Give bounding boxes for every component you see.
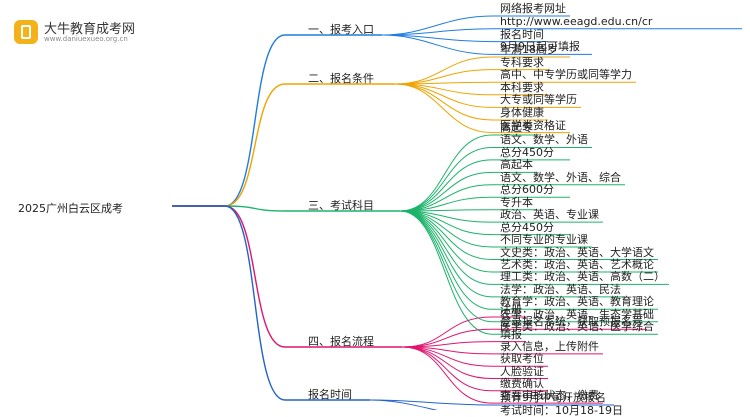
branch-connector — [172, 83, 395, 207]
leaf-node: 总分600分 — [500, 183, 554, 197]
leaf-connector — [399, 134, 537, 212]
leaf-node: 考试时间：10月18-19日 — [500, 403, 623, 417]
branch-connector — [172, 205, 370, 401]
leaf-node: 查看审核状态，缴费 — [500, 389, 599, 403]
leaf-node: 高起本 — [500, 158, 533, 172]
leaf-node: 9月9日起可填报 — [500, 40, 580, 54]
leaf-node: 高起专 — [500, 121, 533, 134]
leaf-node: 专升本 — [500, 195, 533, 209]
branch-label: 四、报名流程 — [308, 335, 374, 348]
leaf-node: 总分450分 — [500, 220, 554, 234]
leaf-node: 语文、数学、外语 — [500, 133, 588, 147]
leaf-node: 专科要求 — [500, 55, 544, 69]
branch-label: 一、报考入口 — [308, 23, 374, 36]
leaf-connector — [401, 341, 526, 348]
leaf-node: 理工类：政治、英语、高数（二） — [500, 270, 665, 284]
branch-label: 二、报名条件 — [308, 72, 374, 85]
leaf-connector — [401, 346, 603, 404]
leaf-connector — [399, 196, 570, 212]
branch-label: 报名时间 — [308, 388, 352, 401]
leaf-node: 教育学：政治、英语、教育理论 — [500, 295, 654, 309]
leaf-node: 农学：政治、英语、生态学基础 — [500, 307, 654, 321]
leaf-connector — [399, 210, 658, 323]
leaf-connector — [399, 210, 658, 335]
leaf-connector — [394, 83, 570, 134]
leaf-node: 语文、数学、外语、综合 — [500, 170, 621, 184]
leaf-node: 预计9月中旬开放报名 — [500, 391, 606, 404]
leaf-connector — [394, 81, 636, 85]
leaf-node: 年满18周岁 — [500, 43, 558, 56]
leaf-node: 不同专业的专业课 — [500, 233, 588, 247]
leaf-node: 法学：政治、英语、民法 — [500, 282, 621, 296]
leaf-connector — [394, 69, 548, 85]
logo-title: 大牛教育成考网 — [44, 22, 136, 37]
branch-connector — [172, 34, 382, 207]
logo-subtitle: www.daniuexueo.org.cn — [44, 35, 128, 43]
leaf-node: 本科要求 — [500, 80, 544, 94]
branch-label: 三、考试科目 — [308, 199, 374, 212]
leaf-node: 缴费确认 — [500, 376, 544, 390]
leaf-node: http://www.eeagd.edu.cn/cr — [500, 14, 653, 28]
leaf-node: 大专或同等学历 — [500, 93, 577, 107]
leaf-node: 身体健康 — [500, 106, 544, 119]
leaf-node: 艺术类：政治、英语、艺术概论 — [500, 257, 654, 271]
leaf-node: 文史类：政治、英语、大学语文 — [500, 245, 654, 259]
book-icon — [14, 20, 38, 44]
leaf-node: 录入信息，上传附件 — [500, 339, 599, 353]
leaf-connector — [401, 316, 526, 348]
leaf-node: 政治、英语、专业课 — [500, 208, 599, 222]
leaf-node: 报名时间 — [500, 27, 544, 41]
leaf-connector — [401, 328, 647, 348]
leaf-node: 网络报考网址 — [500, 2, 566, 15]
leaf-connector — [369, 399, 614, 406]
leaf-node: 获取考位 — [500, 352, 544, 366]
leaf-connector — [394, 56, 570, 85]
leaf-connector — [381, 34, 592, 55]
leaf-connector — [381, 15, 570, 36]
branch-connector — [172, 205, 402, 348]
leaf-node: 总分450分 — [500, 145, 554, 159]
leaf-node: 人脸验证 — [500, 364, 544, 378]
leaf-connector — [399, 146, 592, 212]
leaf-node: 医学类：政治、英语、医学综合 — [500, 320, 654, 334]
leaf-node: 注册 — [500, 303, 522, 316]
leaf-connector — [399, 159, 570, 212]
leaf-node: 填报 — [500, 327, 522, 341]
leaf-node: 医学类资格证 — [500, 118, 566, 132]
leaf-connector — [399, 184, 625, 212]
leaf-connector — [381, 28, 742, 36]
leaf-node: 登录报名系统，获取预报名号 — [500, 315, 643, 329]
root-node: 2025广州白云区成考 — [18, 202, 123, 215]
site-logo: 大牛教育成考网 www.daniuexueo.org.cn — [14, 18, 164, 48]
leaf-node: 高中、中专学历或同等学力 — [500, 68, 632, 82]
leaf-connector — [399, 171, 537, 212]
